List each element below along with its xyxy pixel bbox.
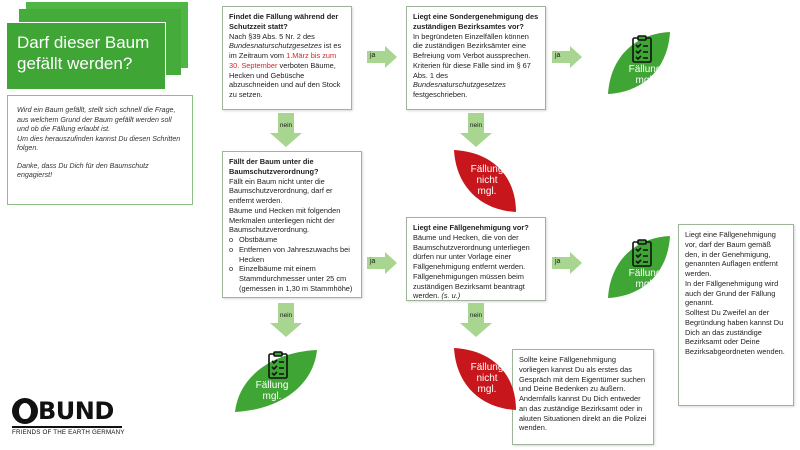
arrow-label-no: nein (279, 312, 293, 319)
arrow-no-q1: nein (270, 113, 302, 147)
bund-logo-icon (12, 398, 38, 424)
badge-felling-not-allowed: Fällung nicht mgl. (452, 148, 518, 214)
q1-text-2: ist es im Zeitraum vom (229, 41, 342, 61)
badge-text-line2: nicht (476, 373, 498, 384)
exemption-list: Obstbäume Entfernen von Jahreszuwachs be… (229, 235, 355, 294)
badge-text-line1: Fällung (255, 380, 289, 391)
question-schutzzeit: Findet die Fällung während der Schutzzei… (222, 6, 352, 110)
arrow-yes-q4: ja (552, 252, 582, 274)
badge-text-line2: mgl. (635, 75, 655, 86)
leaf-shape-icon (235, 350, 317, 412)
q1-text-1: Nach §39 Abs. 5 Nr. 2 des (229, 31, 315, 41)
badge-text-line2: nicht (476, 175, 498, 186)
leaf-shape-icon (608, 236, 670, 298)
q1-law: Bundesnaturschutzgesetzes (229, 41, 322, 51)
list-item: Einzelbäume mit einem Stammdurchmesser u… (229, 264, 355, 293)
list-item: Obstbäume (229, 235, 355, 245)
q2-text-1: In begründeten Einzelfällen können die z… (413, 31, 531, 80)
badge-text-line1: Fällung (470, 164, 504, 175)
note-no-approval: Sollte keine Fällgenehmigung vorliegen k… (512, 349, 654, 445)
question-baumschutzverordnung: Fällt der Baum unter die Baumschutzveror… (222, 151, 362, 298)
badge-felling-allowed: Fällung mgl. (606, 234, 672, 300)
list-item: Entfernen von Jahreszuwachs bei Hecken (229, 245, 355, 265)
logo-divider (12, 426, 122, 428)
arrow-label-yes: ja (370, 258, 376, 265)
badge-text-line1: Fällung (628, 268, 662, 279)
leaf-shape-icon (608, 32, 670, 94)
red-leaf-shape-icon (454, 150, 516, 212)
clipboard-icon (632, 35, 652, 63)
note-approval: Liegt eine Fällgenehmigung vor, darf der… (678, 224, 794, 406)
arrow-label-no: nein (469, 122, 483, 129)
question-baumschutzverordnung-title: Fällt der Baum unter die Baumschutzveror… (229, 157, 319, 176)
q3-text-1: Fällt ein Baum nicht unter die Baumschut… (229, 176, 333, 206)
badge-felling-not-allowed: Fällung nicht mgl. (452, 346, 518, 412)
badge-text-line3: mgl. (477, 186, 497, 197)
bund-logo: BUND FRIENDS OF THE EARTH GERMANY (10, 396, 130, 440)
badge-text-line2: mgl. (635, 279, 655, 290)
arrow-label-yes: ja (555, 52, 561, 59)
question-faellgenehmigung-title: Liegt eine Fällgenehmigung vor? (413, 223, 529, 232)
arrow-no-q3: nein (270, 303, 302, 337)
arrow-yes-q2: ja (552, 46, 582, 68)
arrow-yes-q3: ja (367, 252, 397, 274)
q2-text-2: festgeschrieben. (413, 90, 468, 100)
page-title: Darf dieser Baum gefällt werden? (6, 22, 166, 90)
bund-logo-word: BUND (38, 397, 114, 425)
badge-felling-allowed: Fällung mgl. (233, 348, 319, 414)
badge-text-line1: Fällung (628, 64, 662, 75)
q4-reference: (s. u.) (441, 291, 461, 301)
question-schutzzeit-title: Findet die Fällung während der Schutzzei… (229, 12, 339, 31)
badge-felling-allowed: Fällung mgl. (606, 30, 672, 96)
question-sondergenehmigung: Liegt eine Sondergenehmigung des zuständ… (406, 6, 546, 110)
badge-text-line3: mgl. (477, 384, 497, 395)
badge-text-line1: Fällung (470, 362, 504, 373)
question-sondergenehmigung-title: Liegt eine Sondergenehmigung des zuständ… (413, 12, 539, 31)
q2-law: Bundesnaturschutzgesetzes (413, 80, 506, 90)
arrow-label-no: nein (469, 312, 483, 319)
arrow-label-yes: ja (370, 52, 376, 59)
red-leaf-shape-icon (454, 348, 516, 410)
question-faellgenehmigung: Liegt eine Fällgenehmigung vor? Bäume un… (406, 217, 546, 301)
q1-text-3: verboten Bäume, Hecken und Gebüsche abzu… (229, 60, 341, 100)
clipboard-icon (632, 239, 652, 267)
badge-text-line2: mgl. (262, 391, 282, 402)
intro-thanks: Danke, dass Du Dich für den Baumschutz e… (17, 161, 149, 180)
arrow-yes-q1: ja (367, 46, 397, 68)
q3-text-2: Bäume und Hecken mit folgenden Merkmalen… (229, 205, 341, 235)
bund-logo-subtitle: FRIENDS OF THE EARTH GERMANY (12, 429, 125, 436)
arrow-label-no: nein (279, 122, 293, 129)
q1-period: 1.März bis zum 30. September (229, 51, 337, 70)
arrow-no-q4: nein (460, 303, 492, 337)
intro-text: Wird ein Baum gefällt, stellt sich schne… (7, 95, 193, 205)
intro-paragraph-1b: Um dies herauszufinden kannst Du diesen … (17, 134, 181, 153)
arrow-label-yes: ja (555, 258, 561, 265)
arrow-no-q2: nein (460, 113, 492, 147)
clipboard-icon (268, 351, 288, 379)
intro-paragraph-1: Wird ein Baum gefällt, stellt sich schne… (17, 106, 176, 134)
q4-text-1: Bäume und Hecken, die von der Baumschutz… (413, 232, 530, 301)
